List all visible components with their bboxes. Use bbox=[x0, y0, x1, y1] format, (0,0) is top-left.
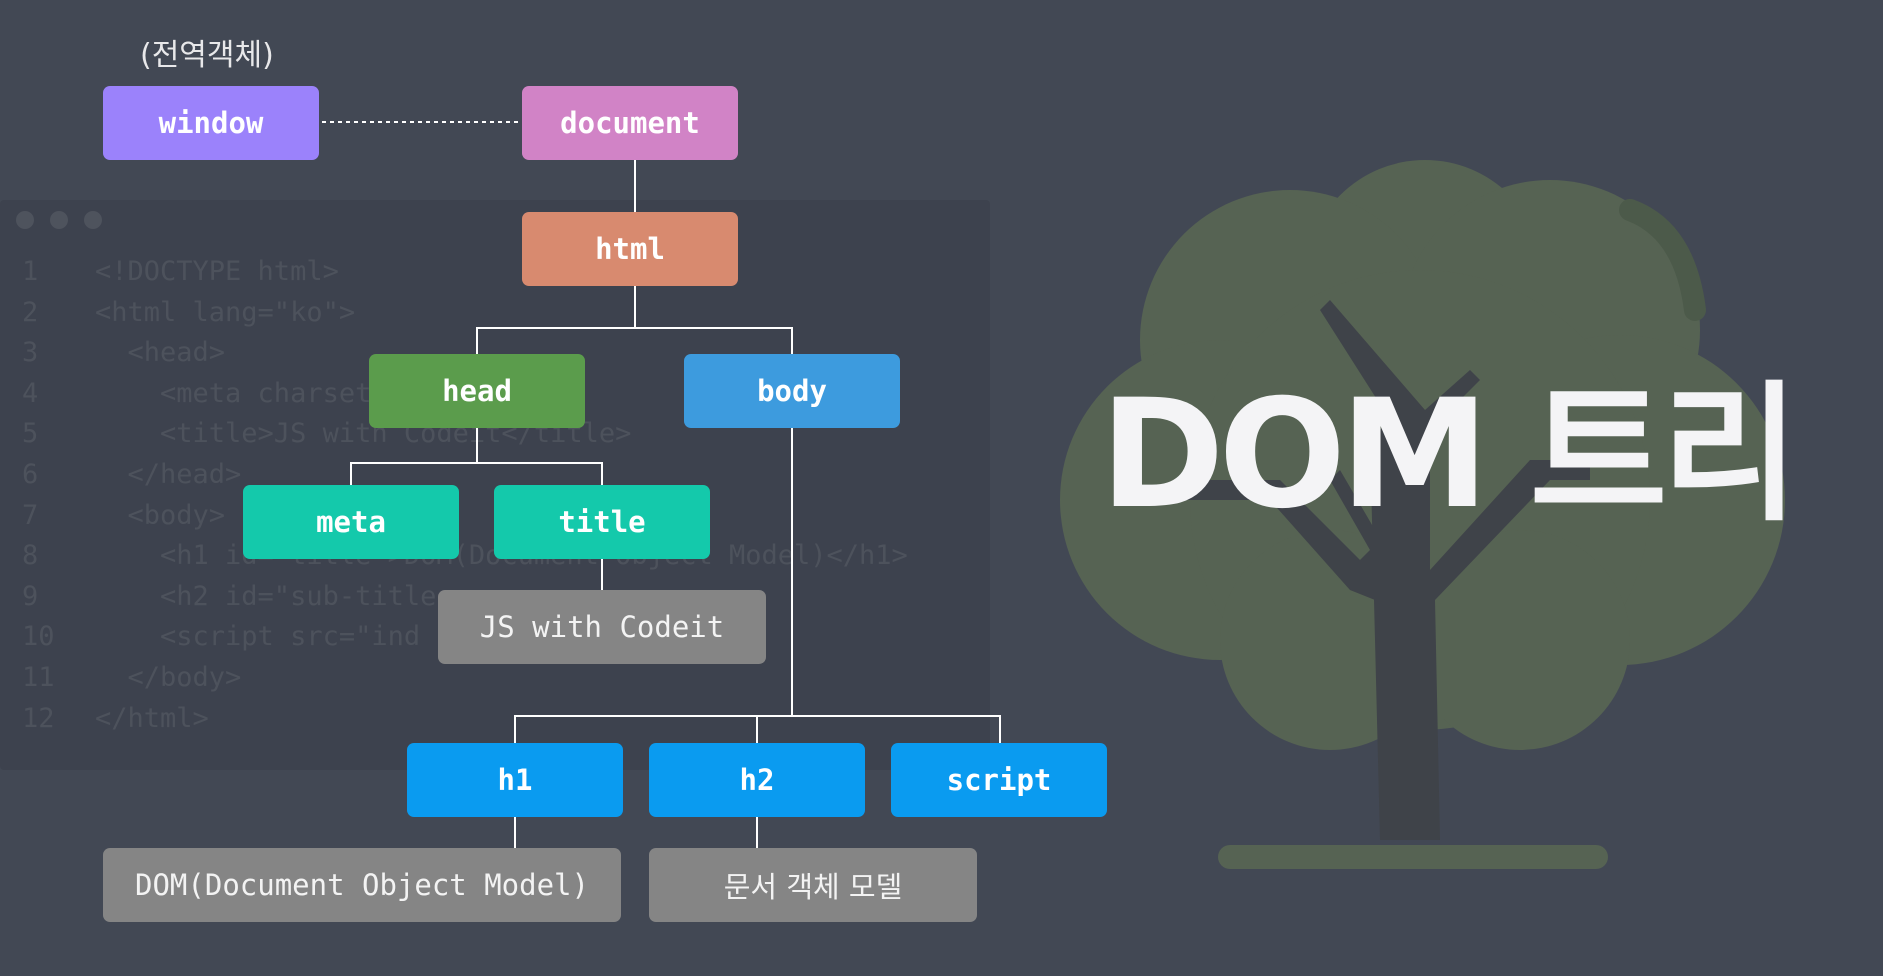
window-dot-icon bbox=[16, 211, 34, 229]
line-code: </head> bbox=[95, 458, 242, 490]
line-number: 9 bbox=[22, 580, 39, 612]
line-number: 5 bbox=[22, 418, 39, 450]
line-number: 8 bbox=[22, 540, 39, 572]
global-object-note: (전역객체) bbox=[140, 38, 274, 73]
text-node-h2: 문서 객체 모델 bbox=[649, 848, 977, 922]
line-number: 10 bbox=[22, 621, 55, 653]
line-code: <head> bbox=[95, 337, 226, 369]
node-h2: h2 bbox=[649, 743, 865, 817]
line-number: 3 bbox=[22, 337, 39, 369]
node-window: window bbox=[103, 86, 319, 160]
line-code: </body> bbox=[95, 661, 242, 693]
slide-title: DOM 트리 bbox=[1100, 368, 1800, 542]
line-number: 1 bbox=[22, 256, 39, 287]
node-script: script bbox=[891, 743, 1107, 817]
code-editor-panel bbox=[0, 200, 990, 770]
node-body: body bbox=[684, 354, 900, 428]
node-head: head bbox=[369, 354, 585, 428]
window-dot-icon bbox=[50, 211, 68, 229]
node-document: document bbox=[522, 86, 738, 160]
edge-head-meta bbox=[350, 427, 478, 485]
line-code: </html> bbox=[95, 702, 209, 734]
edge-head-title bbox=[477, 462, 603, 485]
node-h1: h1 bbox=[407, 743, 623, 817]
foliage-highlight bbox=[1619, 199, 1706, 321]
line-number: 2 bbox=[22, 296, 39, 328]
tree-trunk bbox=[1180, 300, 1590, 840]
line-code: <html lang="ko"> bbox=[95, 296, 356, 328]
tree-ground bbox=[1218, 845, 1608, 869]
node-html: html bbox=[522, 212, 738, 286]
text-node-title: JS with Codeit bbox=[438, 590, 766, 664]
line-number: 6 bbox=[22, 458, 39, 490]
line-number: 12 bbox=[22, 702, 55, 734]
line-code: <meta charset bbox=[95, 377, 372, 409]
node-meta: meta bbox=[243, 485, 459, 559]
line-number: 11 bbox=[22, 661, 55, 693]
line-code: <h2 id="sub-title bbox=[95, 580, 437, 612]
line-code: <body> bbox=[95, 499, 226, 531]
edge-html-head bbox=[476, 286, 636, 354]
line-number: 7 bbox=[22, 499, 39, 531]
line-code: <!DOCTYPE html> bbox=[95, 256, 339, 287]
edge-html-body bbox=[635, 327, 793, 354]
tree-illustration bbox=[1060, 160, 1785, 869]
line-code: <script src="ind bbox=[95, 621, 421, 653]
text-node-h1: DOM(Document Object Model) bbox=[103, 848, 621, 922]
node-title: title bbox=[494, 485, 710, 559]
window-dot-icon bbox=[84, 211, 102, 229]
line-number: 4 bbox=[22, 377, 39, 409]
